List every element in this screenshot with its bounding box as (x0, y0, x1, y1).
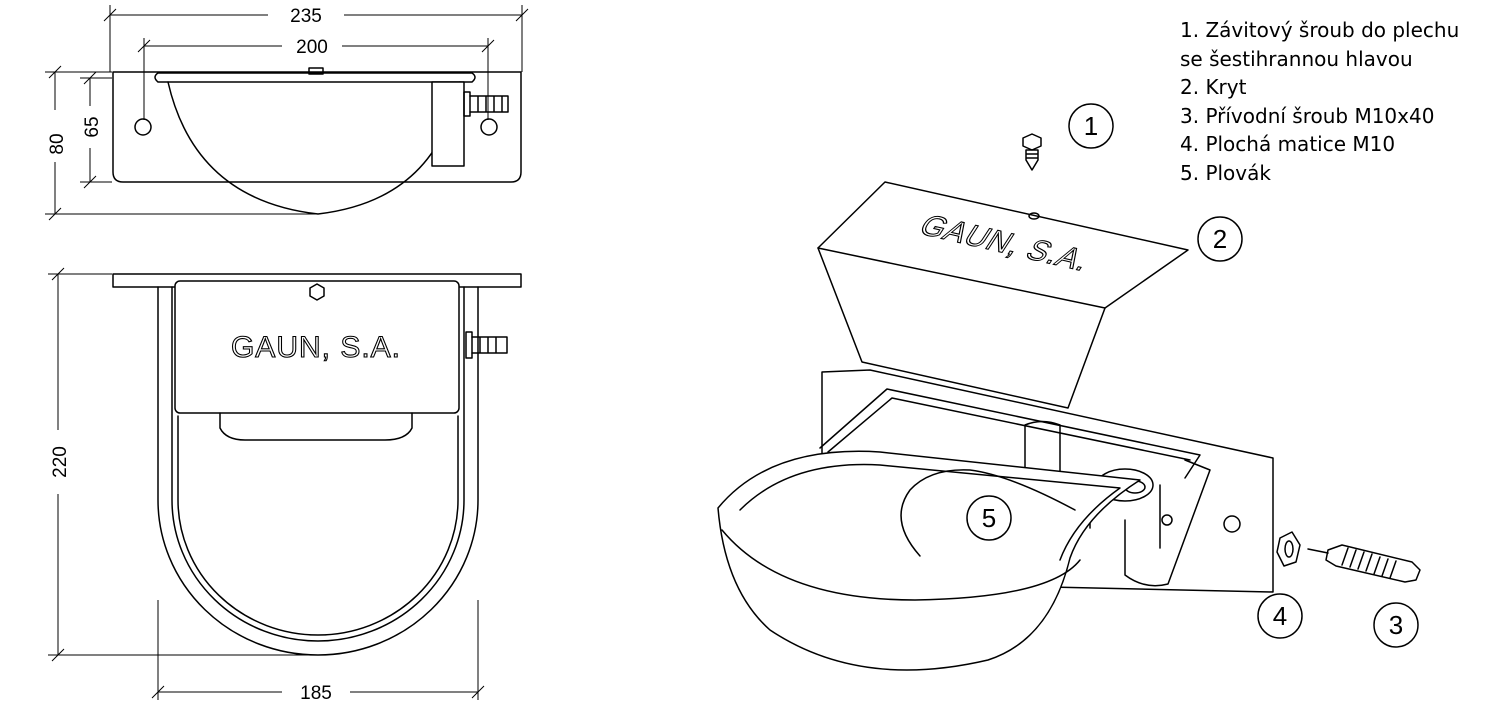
legend-item-5: 5. Plovák (1180, 160, 1271, 185)
legend-item-1: 1. Závitový šroub do plechu (1180, 18, 1460, 42)
callout-5: 5 (982, 503, 996, 533)
callout-circle-5 (966, 495, 1012, 541)
dim-height-inner: 65 (82, 116, 103, 137)
parts-legend: 1. Závitový šroub do plechu se šestihran… (1180, 16, 1480, 187)
legend-item-2: 2. Kryt (1180, 75, 1247, 99)
callout-circle-4 (1257, 593, 1303, 639)
top-view: 220 185 GAUN, S.A. (48, 267, 522, 704)
dim-bowl-width: 185 (300, 683, 332, 704)
legend-item-1-cont: se šestihrannou hlavou (1180, 46, 1413, 71)
isometric-view: GAUN, S.A. (717, 133, 1421, 671)
callout-2: 2 (1213, 224, 1227, 254)
callouts: 1 2 3 4 5 (966, 103, 1419, 648)
brand-label-top-view: GAUN, S.A. (231, 331, 401, 364)
legend-item-3: 3. Přívodní šroub M10x40 (1180, 103, 1435, 128)
callout-circle-1 (1068, 103, 1114, 149)
front-view: 235 200 80 65 (45, 5, 529, 221)
legend-item-4: 4. Plochá matice M10 (1180, 132, 1396, 156)
dim-width-inner: 200 (296, 37, 328, 58)
callout-1: 1 (1084, 111, 1098, 141)
dim-depth: 220 (50, 446, 71, 478)
dim-width-total: 235 (290, 6, 322, 27)
callout-3: 3 (1389, 610, 1403, 640)
callout-4: 4 (1273, 601, 1287, 631)
callout-circle-3 (1373, 602, 1419, 648)
callout-circle-2 (1197, 216, 1243, 262)
dim-height-total: 80 (47, 133, 68, 154)
